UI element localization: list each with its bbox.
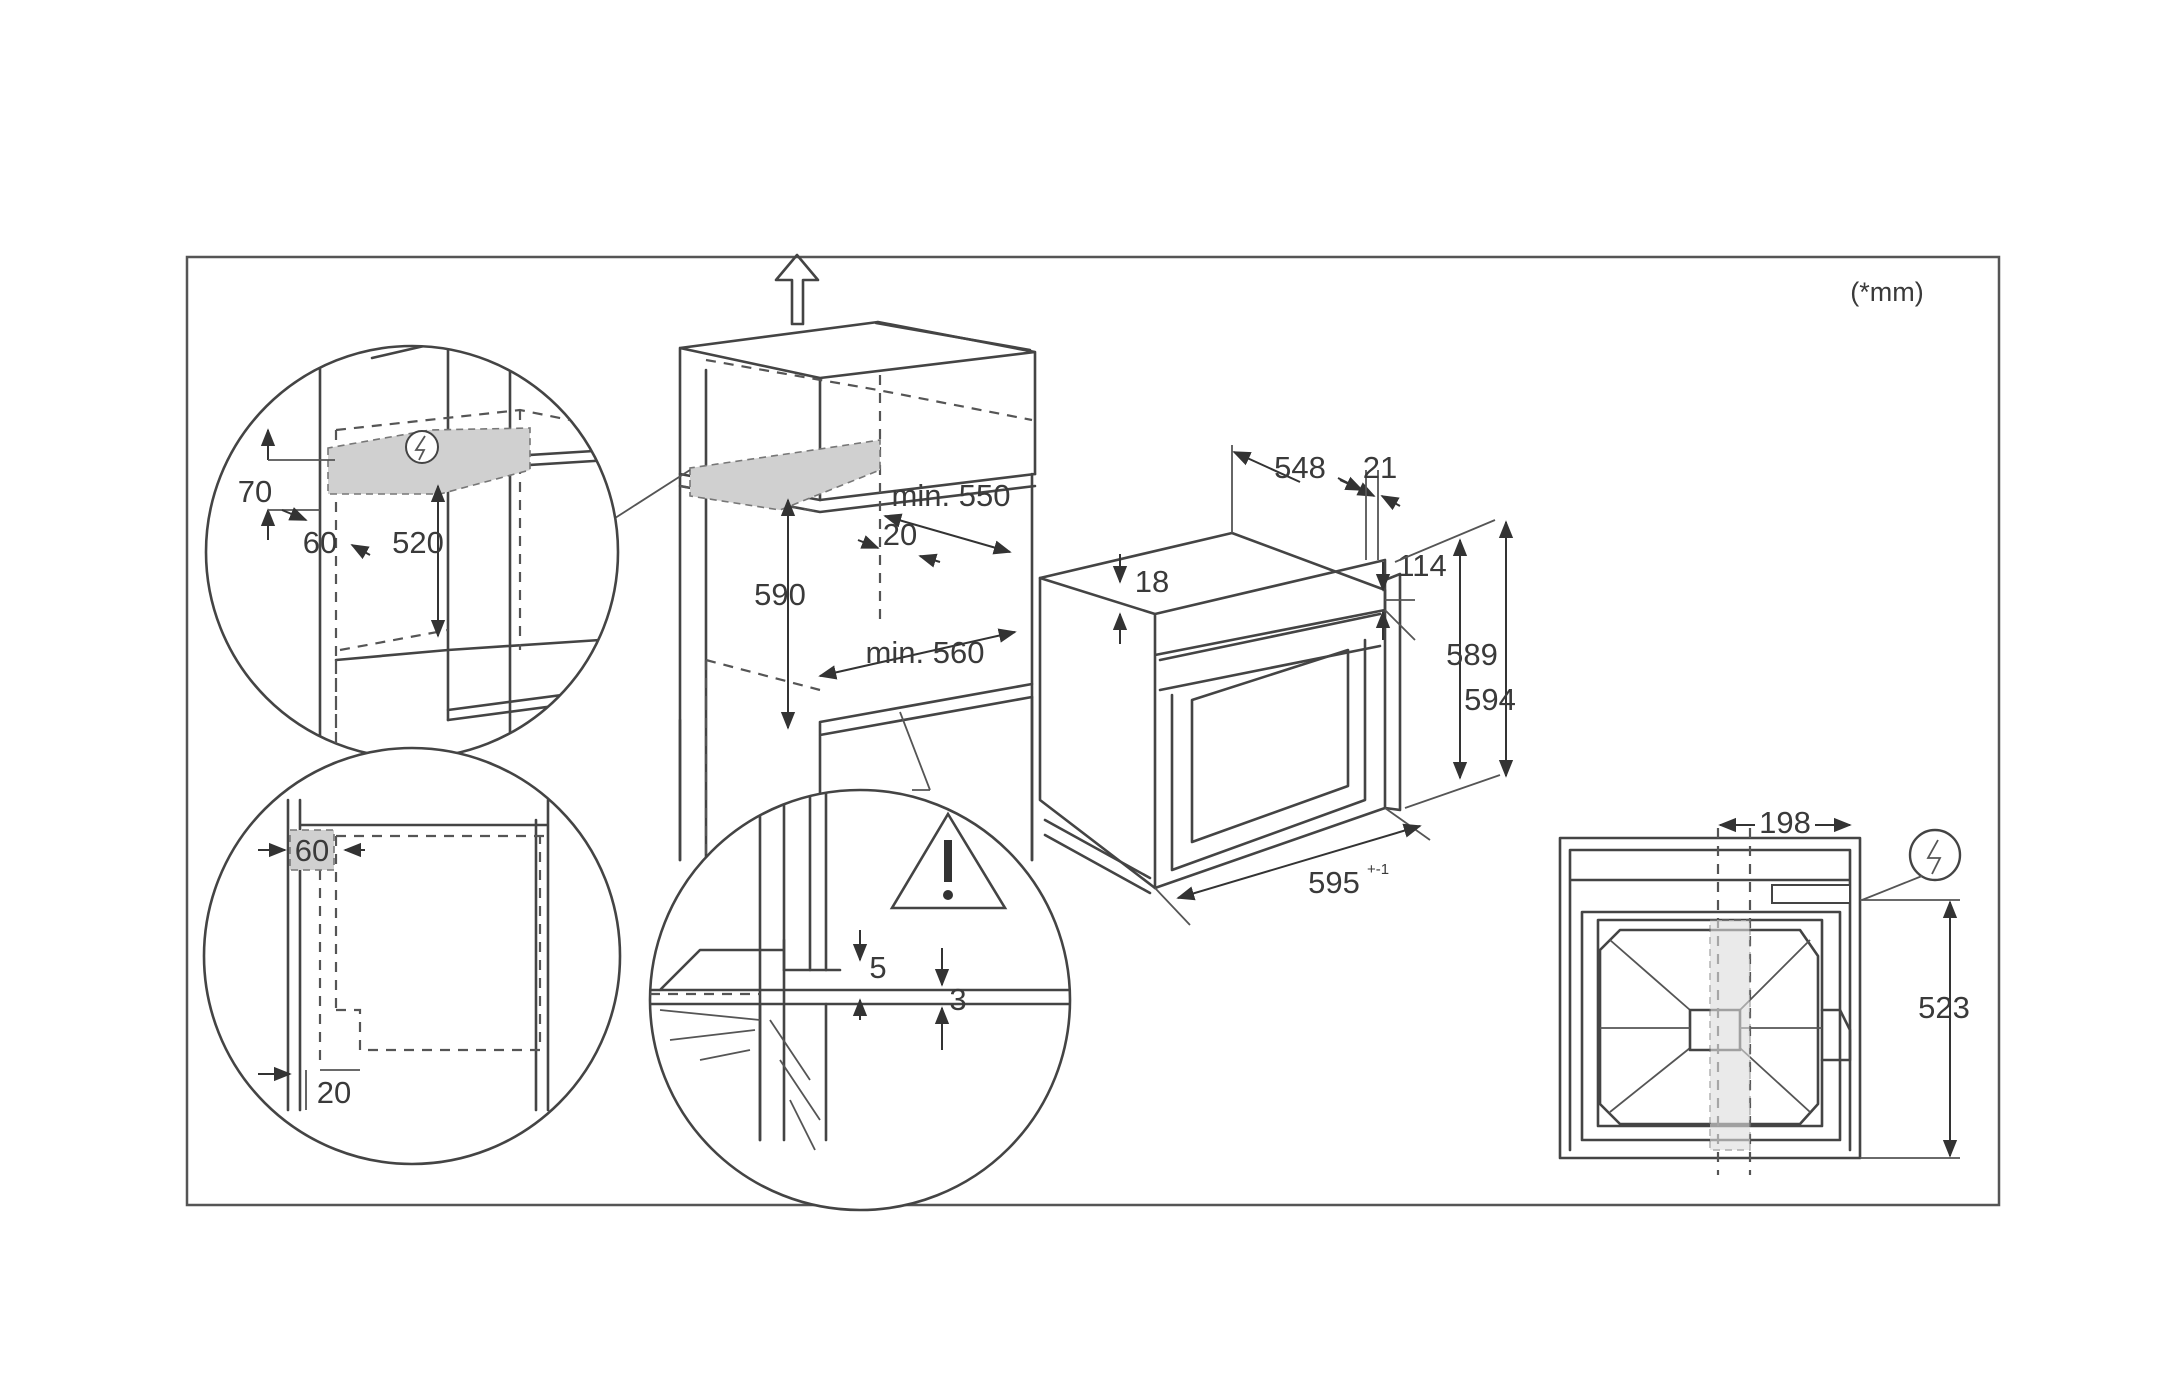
electric-connection-icon-top <box>1908 828 1962 882</box>
oven-18-label: 18 <box>1135 564 1169 599</box>
detail-520-label: 520 <box>392 525 444 560</box>
oven-595-tolerance: +-1 <box>1367 861 1389 878</box>
oven-top-view: 198 523 <box>1558 805 1970 1175</box>
oven-21-label: 21 <box>1363 450 1397 485</box>
cabinet-590-label: 590 <box>754 577 806 612</box>
arrow-up-icon <box>774 253 820 326</box>
min-550-label: min. 550 <box>892 478 1011 513</box>
oven-594-label: 594 <box>1464 682 1516 717</box>
warning-icon <box>889 811 1008 910</box>
oven-drawing: 548 21 18 114 589 594 595 +-1 <box>1038 445 1516 926</box>
top-view-198-label: 198 <box>1759 805 1811 840</box>
detail-circle-gap: 5 3 <box>648 711 1072 1212</box>
oven-589-label: 589 <box>1446 637 1498 672</box>
detail-60-bl-label: 60 <box>295 833 329 868</box>
oven-548-label: 548 <box>1274 450 1326 485</box>
oven-595-label: 595 <box>1308 865 1360 900</box>
unit-note: (*mm) <box>1850 277 1923 307</box>
oven-114-label: 114 <box>1397 548 1446 583</box>
detail-20-label: 20 <box>317 1075 351 1110</box>
cabinet-20-label: 20 <box>883 517 917 552</box>
gap-3-label: 3 <box>949 982 966 1017</box>
min-560-label: min. 560 <box>866 635 985 670</box>
cabinet-niche: min. 550 20 590 min. 560 <box>599 253 1037 862</box>
detail-70-label: 70 <box>238 474 272 509</box>
detail-60-label: 60 <box>303 525 337 560</box>
detail-circle-cutout: 60 20 <box>202 746 622 1166</box>
diagram-frame <box>185 255 2001 1207</box>
detail-circle-power-outlet: 70 60 520 <box>204 344 620 760</box>
electric-connection-icon <box>405 430 439 464</box>
top-view-523-label: 523 <box>1918 990 1970 1025</box>
gap-5-label: 5 <box>869 950 886 985</box>
